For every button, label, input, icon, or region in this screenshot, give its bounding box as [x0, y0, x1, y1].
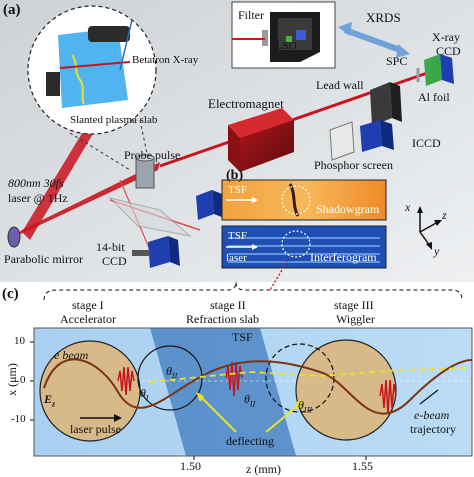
deflect-arrowhead-right: [296, 400, 304, 410]
axis-triad: [417, 206, 442, 250]
panel-b-tag: (b): [226, 168, 244, 183]
ebeam-label: e beam: [54, 348, 89, 362]
ebeam-trajectory-line1: e-beam: [414, 408, 450, 422]
deflecting-label: deflecting: [226, 434, 274, 448]
axis-y-label: y: [434, 244, 440, 258]
interferogram-label: Interferogram: [310, 250, 377, 264]
phosphor-iccd-shape: [329, 120, 394, 161]
laser-pulse-label: laser pulse: [70, 422, 121, 436]
ccd14-label-line1: 14-bit: [96, 240, 125, 254]
xrds-label: XRDS: [366, 10, 401, 25]
ebeam-trajectory-line2: trajectory: [410, 422, 456, 436]
parabolic-mirror-label: Parabolic mirror: [4, 252, 83, 266]
zoom-leader-right: [139, 119, 151, 169]
laser-spec-line1: 800nm 30fs: [8, 176, 64, 190]
slanted-slab-label: Slanted plasma slab: [70, 114, 158, 126]
y-axis-label: x (μm): [4, 363, 19, 396]
gas-cell: [108, 154, 201, 251]
y-tick-minus10: -10: [11, 413, 26, 425]
tsf-interf-label: TSF: [228, 230, 247, 242]
probe-pulse-label: Probe pulse: [124, 148, 181, 162]
trajectory-pointer: [419, 389, 439, 405]
laser-interf-label: laser: [226, 252, 247, 264]
stage-3-name: Wiggler: [336, 312, 375, 326]
stage-2-name: Refraction slab: [186, 312, 259, 326]
bubble-outline-stage-3: [265, 343, 335, 413]
deflect-arrowhead-left: [196, 392, 204, 402]
xray-ccd-shape: [416, 54, 454, 86]
ebeam-trajectory-curve: [43, 358, 473, 415]
lso-label: LSO: [276, 40, 297, 52]
electromagnet-shape: [228, 108, 294, 172]
xrds-inset: [231, 1, 336, 69]
plasma-zoom-inset: [27, 5, 157, 135]
stage-1-name: Accelerator: [60, 312, 116, 326]
y-tick-0: 0: [20, 374, 26, 386]
panel-b-shadowgram-image: [221, 179, 387, 221]
al-foil-label: Al foil: [418, 90, 450, 104]
parabolic-mirror-shape: [7, 226, 21, 248]
axis-x-label: x: [405, 200, 411, 214]
x-tick-150: 1.50: [180, 459, 201, 473]
xrds-arrow: [338, 22, 410, 58]
betatron-label: Betatron X-ray: [132, 54, 199, 66]
iccd-label: ICCD: [412, 136, 441, 150]
electromagnet-label: Electromagnet: [208, 96, 284, 111]
panel-c-bracket: [43, 281, 463, 301]
bubble-outline-stage-2: [137, 345, 203, 411]
x-tick-155: 1.55: [352, 459, 373, 473]
axis-z-label: z: [442, 208, 447, 222]
theta-3-label: θIII: [298, 398, 312, 415]
tsf-label-c: TSF: [232, 330, 253, 344]
ccd-14bit: [132, 236, 180, 268]
panel-c-frame: [33, 327, 473, 457]
stage-2-title: stage II: [210, 298, 246, 312]
theta-1-label: θI: [140, 386, 149, 403]
laser-spec-line2: laser @ 1Hz: [8, 191, 68, 205]
y-tick-10: 10: [14, 335, 25, 347]
laser-pulse-arrowhead: [114, 414, 122, 422]
refraction-slab-region: [150, 328, 296, 456]
tsf-shadow-label: TSF: [228, 184, 247, 196]
deflected-axis-line: [149, 367, 471, 383]
theta-2-top-label: θII: [166, 364, 178, 381]
probe-detector: [196, 190, 224, 220]
spc-label: SPC: [386, 54, 408, 68]
lead-wall-label: Lead wall: [316, 78, 364, 92]
lead-wall-shape: [370, 82, 402, 126]
theta-2-label: θII: [244, 392, 256, 409]
shadowgram-label: Shadowgram: [316, 202, 380, 216]
xray-ccd-label-line1: X-ray: [432, 30, 460, 44]
x-axis-label: z (mm): [246, 462, 281, 476]
stage-3-title: stage III: [334, 298, 374, 312]
filter-label: Filter: [238, 8, 264, 22]
xray-ccd-label-line2: CCD: [436, 44, 461, 58]
ccd14-label-line2: CCD: [102, 254, 127, 268]
panel-b-interferogram-image: [221, 225, 387, 291]
deflecting-arrows: [199, 395, 301, 433]
panel-c-tag: (c): [2, 286, 19, 302]
phosphor-screen-label: Phosphor screen: [314, 158, 393, 172]
panel-a-tag: (a): [3, 2, 21, 18]
ez-label: Ez: [44, 392, 56, 409]
panel-c-ticks: [30, 341, 367, 460]
stage-1-title: stage I: [72, 298, 104, 312]
